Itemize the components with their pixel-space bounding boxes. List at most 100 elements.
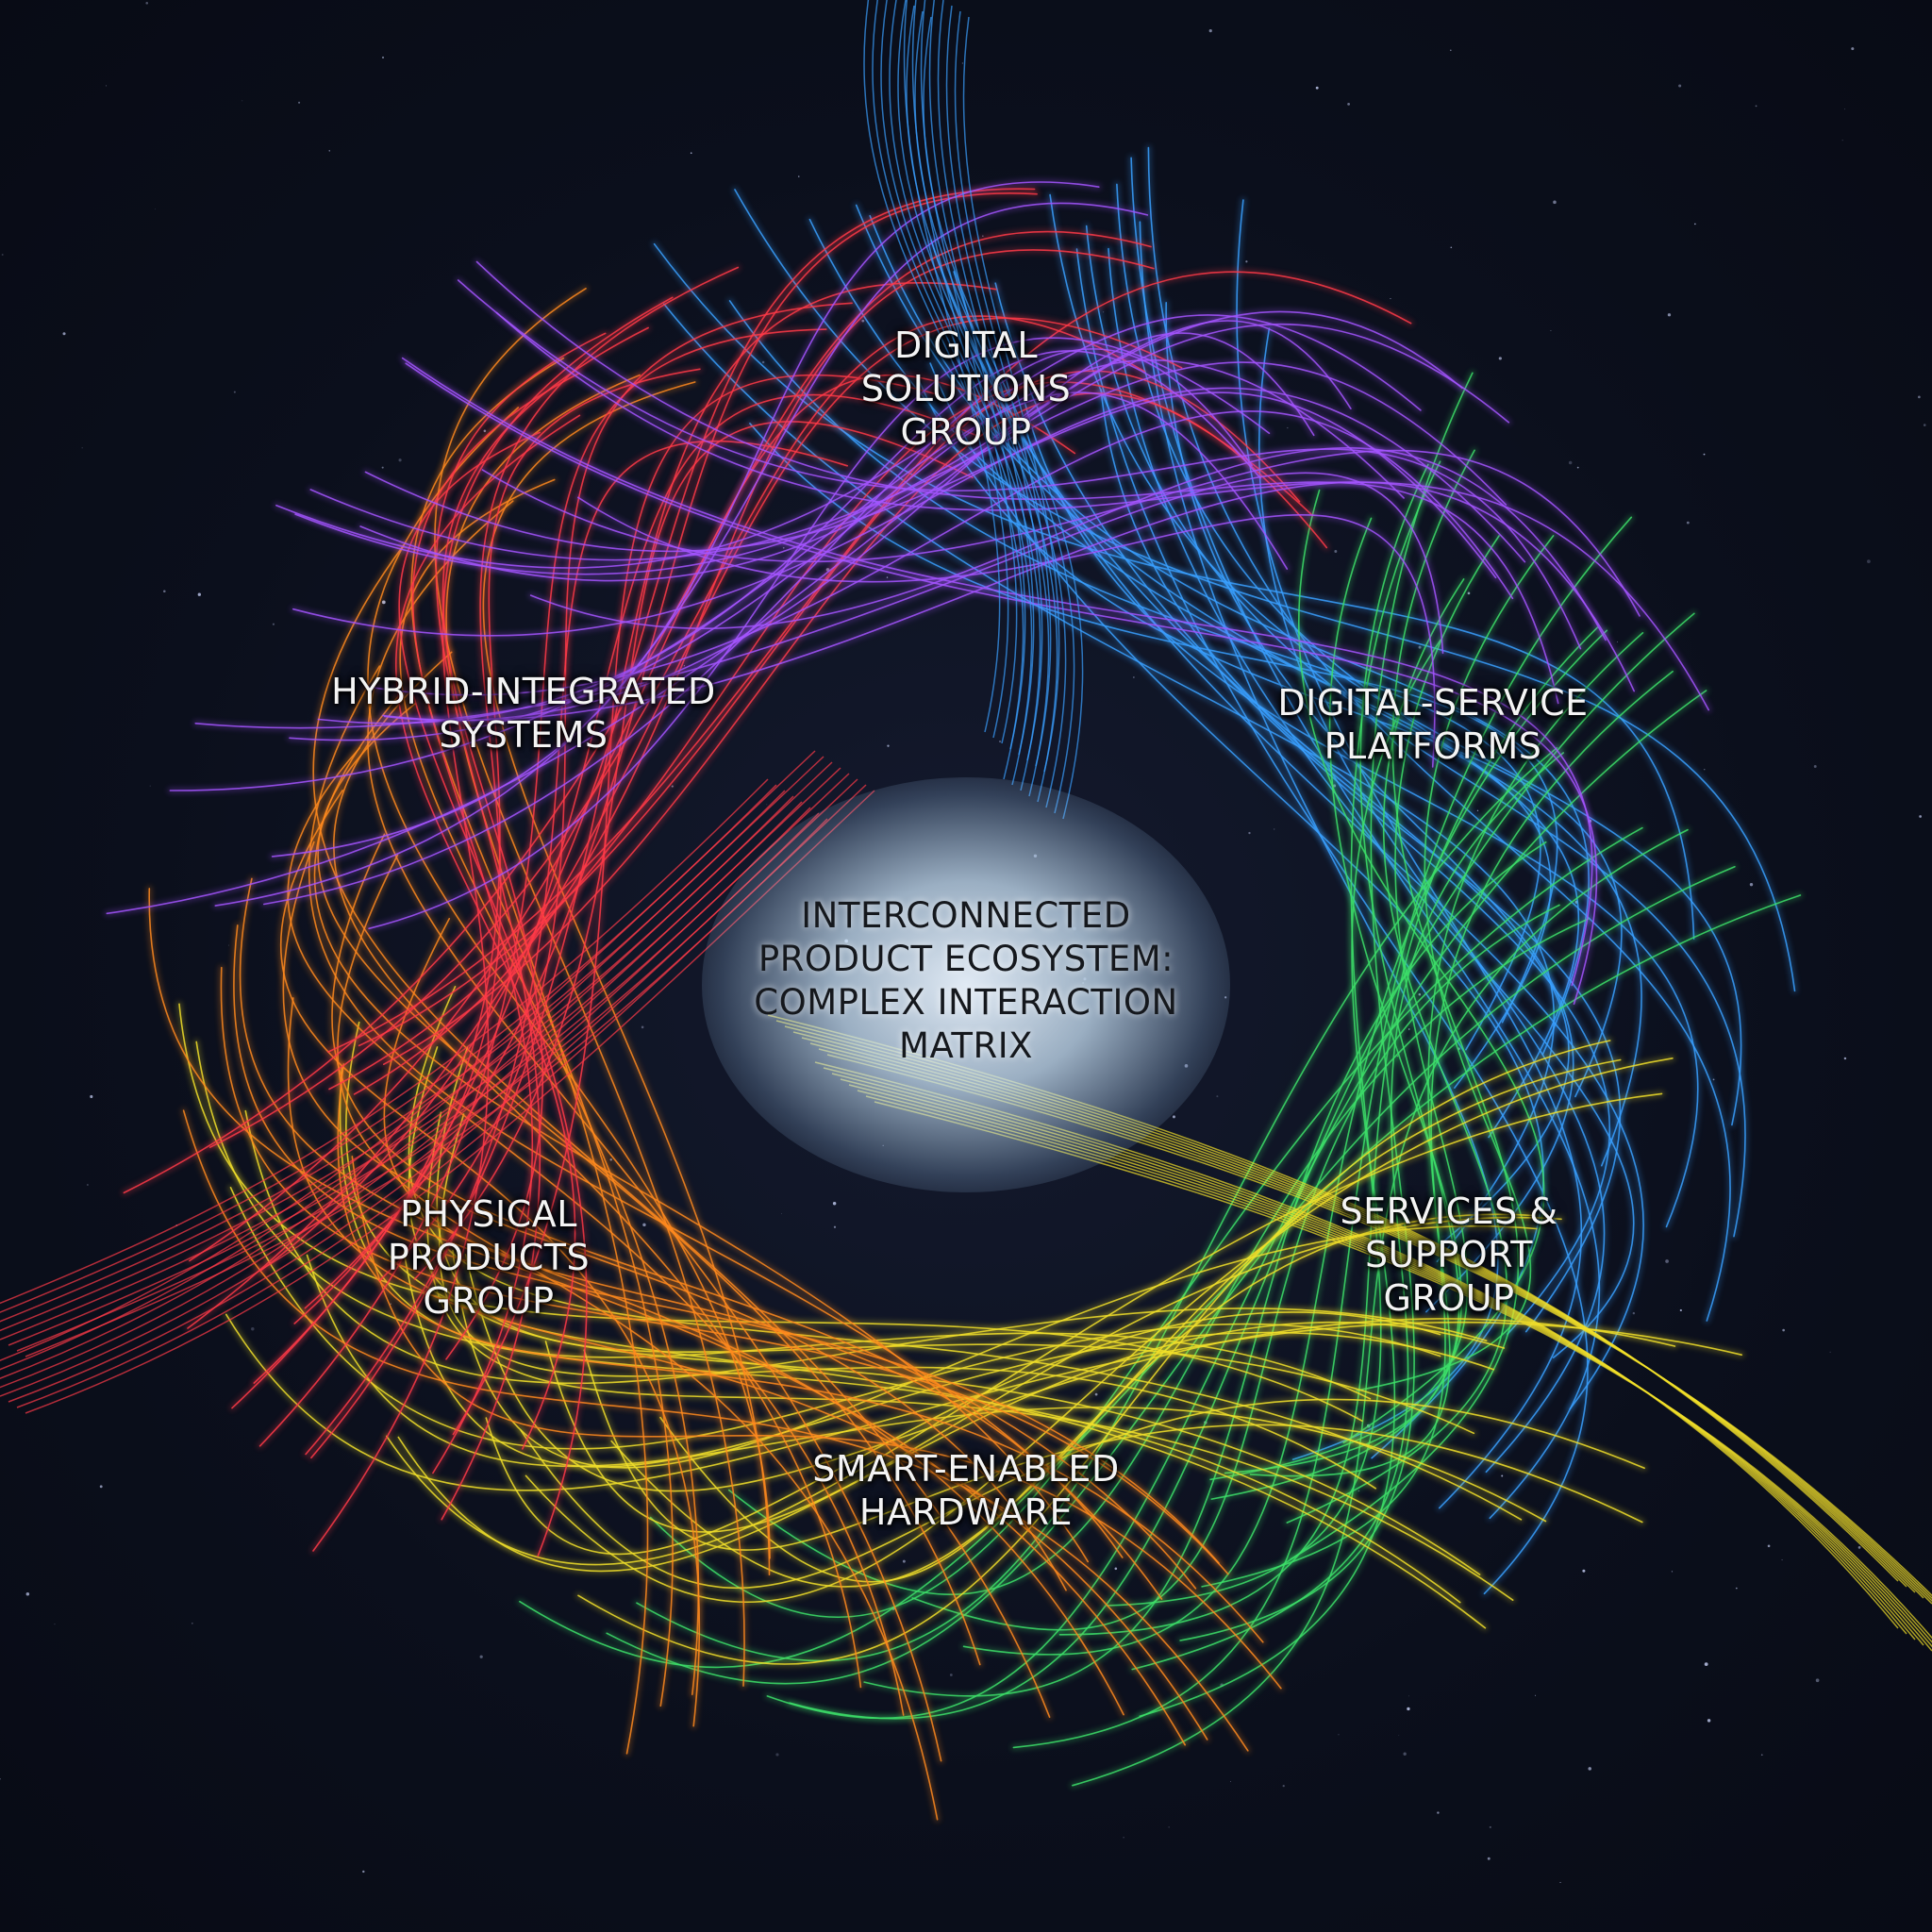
- center-title: INTERCONNECTED PRODUCT ECOSYSTEM: COMPLE…: [754, 894, 1177, 1068]
- star: [1216, 1095, 1219, 1098]
- star: [982, 235, 984, 237]
- star: [886, 576, 889, 578]
- node-label-line: HYBRID-INTEGRATED: [331, 671, 716, 712]
- strand: [495, 311, 1709, 711]
- strand: [182, 1109, 1249, 1752]
- star: [149, 785, 151, 787]
- strand: [897, 0, 1058, 803]
- strand: [1131, 752, 1564, 1671]
- star: [1338, 1734, 1340, 1736]
- strand: [0, 778, 769, 1305]
- star: [1123, 1836, 1124, 1839]
- star: [1487, 1857, 1491, 1860]
- star: [832, 1202, 837, 1206]
- star: [1230, 1781, 1231, 1782]
- star: [1781, 1559, 1783, 1561]
- star: [1407, 1707, 1410, 1711]
- star: [1347, 102, 1350, 106]
- star: [145, 1, 149, 5]
- star: [1315, 86, 1319, 90]
- star: [62, 332, 66, 336]
- star: [362, 1870, 365, 1874]
- star: [1712, 1078, 1715, 1081]
- star: [1559, 1881, 1561, 1884]
- strand: [214, 202, 1149, 907]
- star: [479, 1655, 483, 1658]
- star: [1857, 1545, 1861, 1549]
- strand: [923, 16, 1084, 820]
- star: [642, 1223, 646, 1227]
- strand: [945, 5, 1043, 761]
- strand: [289, 358, 1405, 741]
- star: [1450, 49, 1452, 52]
- strand: [880, 0, 1041, 791]
- star: [1245, 260, 1248, 263]
- star: [1841, 140, 1843, 142]
- star: [81, 447, 83, 449]
- star: [1498, 357, 1502, 360]
- star: [381, 56, 385, 59]
- star: [1735, 1587, 1738, 1590]
- strand: [411, 372, 580, 1474]
- star: [106, 85, 108, 87]
- node-label-line: PRODUCTS: [387, 1237, 591, 1278]
- strand: [410, 357, 674, 1707]
- star: [298, 101, 301, 104]
- star: [1815, 1678, 1820, 1683]
- center-glow: [702, 777, 1230, 1192]
- star: [641, 1025, 644, 1029]
- strand: [1072, 828, 1689, 1787]
- star: [0, 1777, 1, 1780]
- star: [272, 623, 275, 625]
- star: [163, 590, 166, 593]
- star: [1918, 395, 1921, 399]
- star: [1576, 466, 1579, 469]
- strand: [911, 0, 1009, 739]
- strand: [1298, 489, 1545, 1444]
- strand: [275, 314, 1422, 569]
- node-label-line: SERVICES &: [1340, 1191, 1558, 1232]
- strand: [906, 5, 1067, 808]
- strand: [937, 0, 1035, 756]
- node-label-line: SMART-ENABLED: [812, 1448, 1120, 1490]
- star: [1782, 1328, 1785, 1332]
- star: [1168, 1826, 1170, 1828]
- strand: [405, 362, 1598, 1005]
- strand: [863, 0, 1024, 780]
- star: [1632, 1311, 1636, 1315]
- star: [483, 429, 487, 433]
- node-digital-solutions-group: DIGITAL SOLUTIONS GROUP: [861, 324, 1072, 454]
- strand: [920, 0, 1018, 744]
- star: [1172, 1115, 1175, 1119]
- star: [233, 391, 236, 393]
- star: [1813, 765, 1817, 768]
- star: [690, 152, 692, 155]
- star: [1467, 591, 1471, 595]
- strand: [434, 288, 745, 1687]
- star: [228, 944, 229, 946]
- star: [1704, 769, 1706, 771]
- strand: [239, 877, 1124, 1716]
- strand: [1209, 535, 1500, 1481]
- node-label-line: GROUP: [900, 411, 1032, 453]
- star: [1760, 1754, 1763, 1757]
- node-label-line: SOLUTIONS: [860, 368, 1072, 409]
- star: [1133, 676, 1135, 678]
- star: [1582, 1569, 1586, 1573]
- node-services-support-group: SERVICES & SUPPORT GROUP: [1340, 1190, 1557, 1320]
- star: [1707, 1719, 1711, 1723]
- star: [87, 1184, 89, 1186]
- strand: [0, 761, 833, 1379]
- star: [1418, 992, 1422, 996]
- star: [1829, 1351, 1831, 1353]
- node-physical-products-group: PHYSICAL PRODUCTS GROUP: [388, 1192, 590, 1323]
- star: [1550, 330, 1552, 331]
- star: [1679, 1308, 1682, 1312]
- star: [1094, 1392, 1098, 1396]
- strand: [903, 0, 1001, 733]
- star: [398, 458, 402, 462]
- node-label-line: SYSTEMS: [439, 714, 608, 756]
- star: [798, 175, 800, 177]
- star: [1667, 313, 1672, 317]
